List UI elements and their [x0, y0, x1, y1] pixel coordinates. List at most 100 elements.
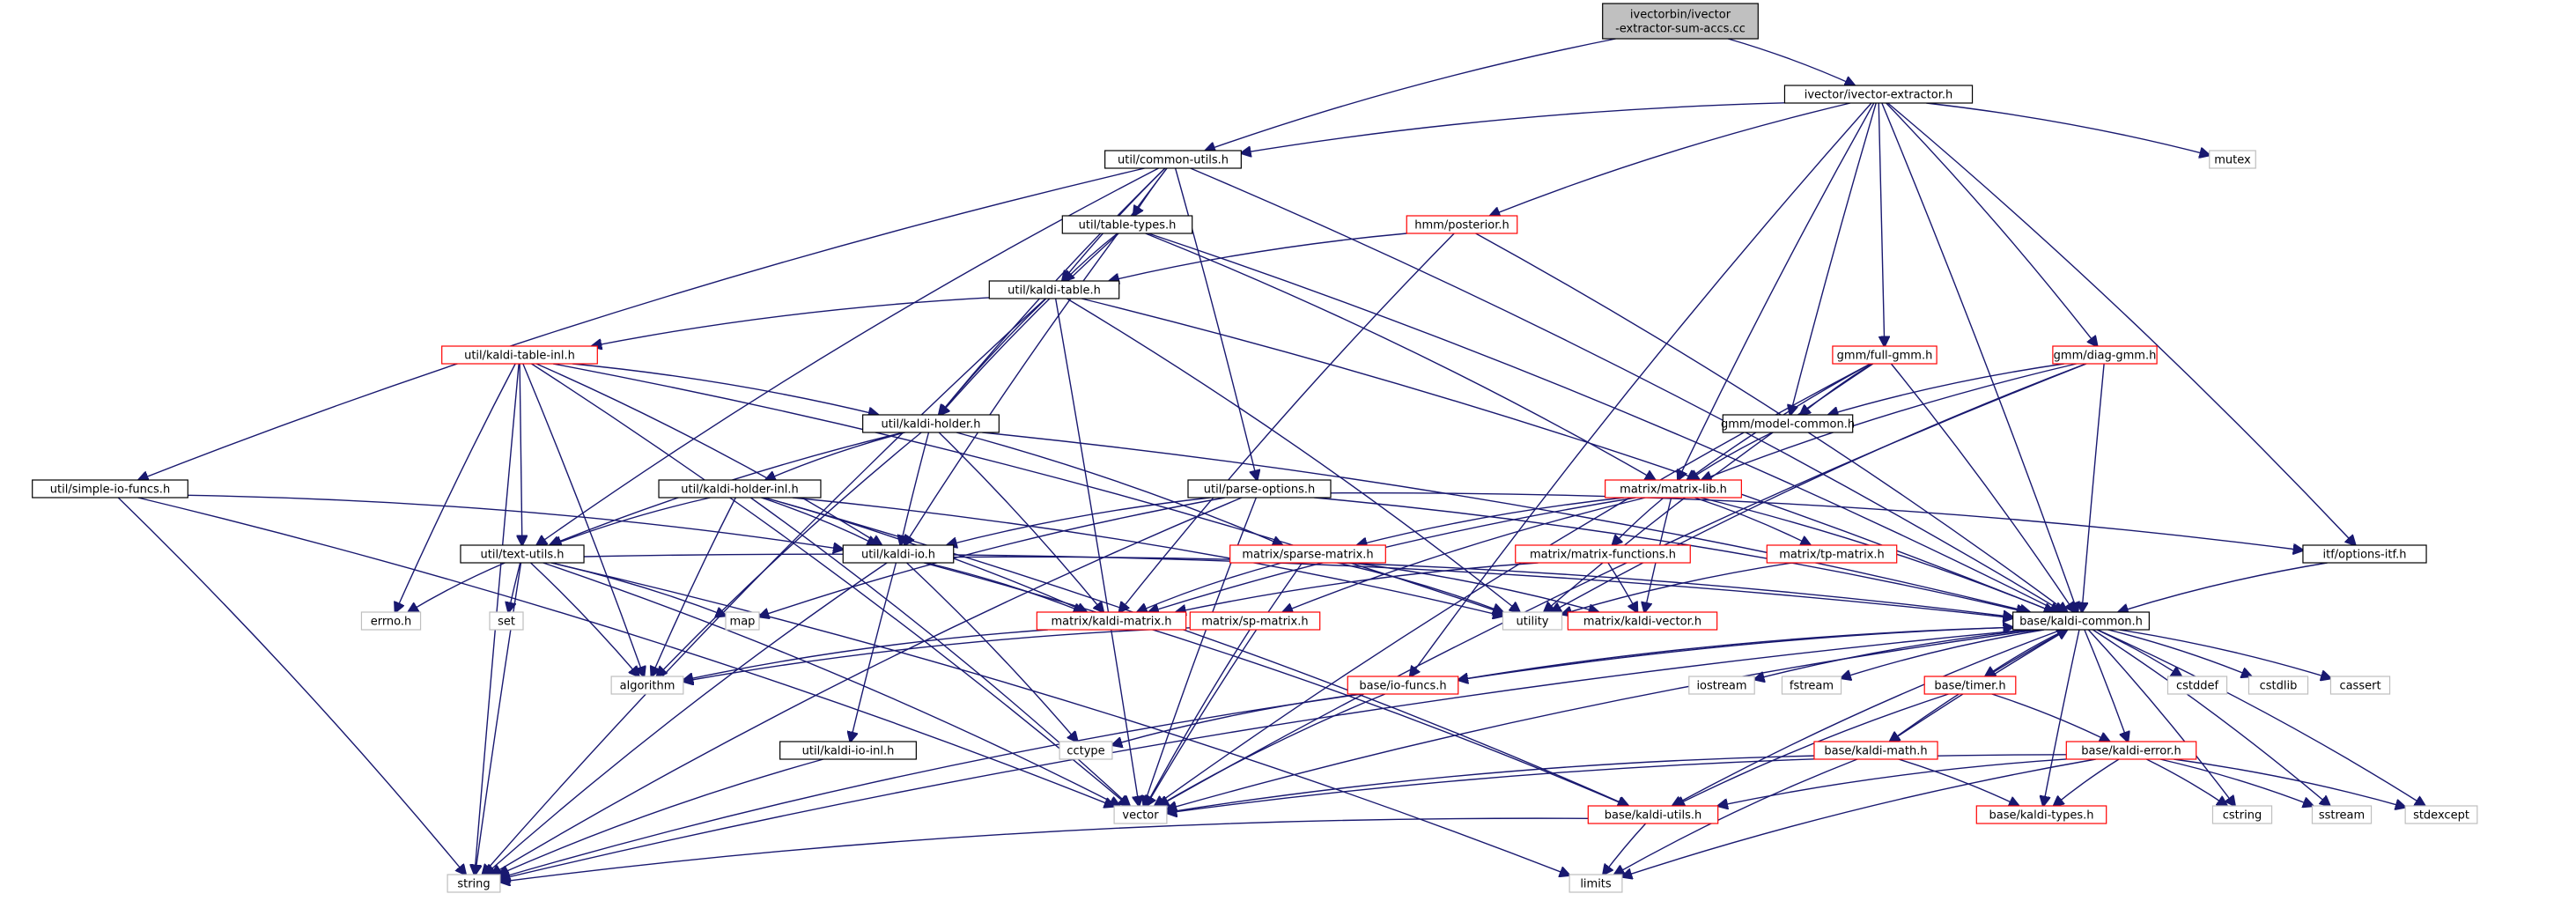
edge-kaldi-math-to-vector [1167, 755, 1814, 812]
node-posterior[interactable]: hmm/posterior.h [1406, 215, 1518, 234]
dependency-edge [1694, 497, 1810, 545]
node-kaldi-io[interactable]: util/kaldi-io.h [842, 544, 955, 564]
edge-kaldi-table-to-kaldi-holder [939, 298, 1047, 415]
node-label: util/simple-io-funcs.h [50, 484, 170, 497]
dependency-edge [485, 562, 888, 875]
edge-kaldi-common-to-kaldi-types [2043, 629, 2080, 806]
edge-kaldi-io-to-cctype [906, 562, 1078, 742]
node-text-utils[interactable]: util/text-utils.h [460, 544, 585, 564]
edge-kaldi-holder-to-kaldi-io [901, 432, 930, 545]
node-kaldi-holder[interactable]: util/kaldi-holder.h [862, 414, 1000, 433]
dependency-edge [1357, 497, 1624, 545]
dependency-edge [792, 497, 1502, 616]
node-options-itf[interactable]: itf/options-itf.h [2302, 544, 2427, 564]
node-label: util/common-utils.h [1118, 154, 1229, 167]
node-box [2211, 805, 2273, 824]
node-kaldi-common[interactable]: base/kaldi-common.h [2012, 611, 2150, 631]
edge-kaldi-common-to-string [500, 629, 2027, 879]
edge-table-types-to-kaldi-table [1064, 233, 1118, 281]
node-tp-matrix[interactable]: matrix/tp-matrix.h [1766, 544, 1898, 564]
edge-kaldi-holder-to-kaldi-matrix [938, 432, 1103, 612]
node-label: stdexcept [2413, 809, 2469, 823]
node-box [1568, 874, 1623, 893]
edge-kaldi-common-to-kaldi-error [2084, 629, 2128, 742]
node-timer[interactable]: base/timer.h [1923, 676, 2017, 695]
node-string: string [447, 874, 501, 893]
edge-text-utils-to-errno [409, 562, 506, 612]
node-box [2052, 345, 2158, 365]
node-io-funcs[interactable]: base/io-funcs.h [1347, 676, 1459, 695]
node-algorithm: algorithm [610, 676, 684, 695]
node-ivector-extractor[interactable]: ivector/ivector-extractor.h [1783, 85, 1974, 104]
node-label: algorithm [620, 680, 675, 693]
edge-kaldi-holder-to-sparse-matrix [956, 432, 1282, 545]
node-diag-gmm[interactable]: gmm/diag-gmm.h [2052, 345, 2158, 365]
edge-diag-gmm-to-vector [1159, 363, 2087, 806]
node-label: mutex [2214, 154, 2251, 167]
dependency-edge [409, 562, 506, 612]
node-parse-options[interactable]: util/parse-options.h [1187, 479, 1332, 499]
node-kaldi-error[interactable]: base/kaldi-error.h [2065, 741, 2197, 760]
edge-kaldi-io-inl-to-string [498, 758, 824, 875]
node-sparse-matrix[interactable]: matrix/sparse-matrix.h [1229, 544, 1386, 564]
node-common-utils[interactable]: util/common-utils.h [1104, 150, 1242, 169]
edge-root-to-ivector-extractor [1728, 38, 1855, 85]
node-matrix-functions[interactable]: matrix/matrix-functions.h [1515, 544, 1691, 564]
node-kaldi-utils[interactable]: base/kaldi-utils.h [1587, 805, 1719, 824]
dependency-edge [1842, 629, 2045, 678]
dependency-edge [923, 562, 1628, 806]
node-label: map [730, 616, 756, 629]
node-matrix-lib[interactable]: matrix/matrix-lib.h [1605, 479, 1742, 499]
node-box [1036, 611, 1187, 631]
node-sstream: sstream [2311, 805, 2373, 824]
dependency-edge [1112, 693, 1361, 745]
node-kaldi-table-inl[interactable]: util/kaldi-table-inl.h [441, 345, 598, 365]
dependency-edge [1828, 363, 2064, 415]
node-kaldi-types[interactable]: base/kaldi-types.h [1975, 805, 2107, 824]
dependency-edge [2119, 629, 2330, 678]
node-kaldi-math[interactable]: base/kaldi-math.h [1813, 741, 1938, 760]
dependency-edge [953, 556, 2013, 617]
node-box [610, 676, 684, 695]
node-box [1722, 414, 1854, 433]
dependency-edge [2159, 758, 2314, 806]
node-label: string [457, 878, 490, 891]
node-label: base/kaldi-types.h [1989, 809, 2094, 823]
node-full-gmm[interactable]: gmm/full-gmm.h [1832, 345, 1938, 365]
node-kaldi-matrix[interactable]: matrix/kaldi-matrix.h [1036, 611, 1187, 631]
node-label: itf/options-itf.h [2323, 549, 2407, 562]
node-kaldi-io-inl[interactable]: util/kaldi-io-inl.h [779, 741, 917, 760]
node-simple-io[interactable]: util/simple-io-funcs.h [32, 479, 188, 499]
edge-text-utils-to-vector [543, 562, 1120, 806]
dependency-edge [939, 298, 1047, 415]
node-label: gmm/full-gmm.h [1837, 350, 1933, 363]
edge-ivector-extractor-to-diag-gmm [1886, 102, 2098, 346]
node-label: matrix/matrix-functions.h [1530, 549, 1676, 562]
node-fstream: fstream [1781, 676, 1842, 695]
node-model-common[interactable]: gmm/model-common.h [1721, 414, 1855, 433]
node-label: util/text-utils.h [481, 549, 565, 562]
node-cstring: cstring [2211, 805, 2273, 824]
edge-text-utils-to-string [475, 562, 522, 875]
dependency-edge [1887, 102, 2356, 545]
edge-simple-io-to-vector [137, 497, 1114, 807]
dependency-edge [550, 562, 1570, 875]
node-kaldi-holder-inl[interactable]: util/kaldi-holder-inl.h [658, 479, 822, 499]
node-label: matrix/sparse-matrix.h [1242, 549, 1373, 562]
dependency-edge [938, 432, 1103, 612]
node-label: util/table-types.h [1079, 219, 1177, 233]
node-table-types[interactable]: util/table-types.h [1061, 215, 1193, 234]
edge-layer [117, 38, 2425, 882]
node-kaldi-vector[interactable]: matrix/kaldi-vector.h [1567, 611, 1718, 631]
node-box [1923, 676, 2017, 695]
node-kaldi-table[interactable]: util/kaldi-table.h [988, 280, 1120, 299]
dependency-edge [749, 497, 1129, 806]
node-label: base/kaldi-utils.h [1605, 809, 1702, 823]
node-sp-matrix[interactable]: matrix/sp-matrix.h [1189, 611, 1321, 631]
edge-diag-gmm-to-model-common [1828, 363, 2064, 415]
node-box [1602, 3, 1759, 40]
dependency-edge [117, 497, 466, 875]
dependency-edge [1145, 233, 1656, 480]
dependency-edge [1458, 627, 2013, 681]
edge-ivector-extractor-to-matrix-lib [1678, 102, 1875, 480]
